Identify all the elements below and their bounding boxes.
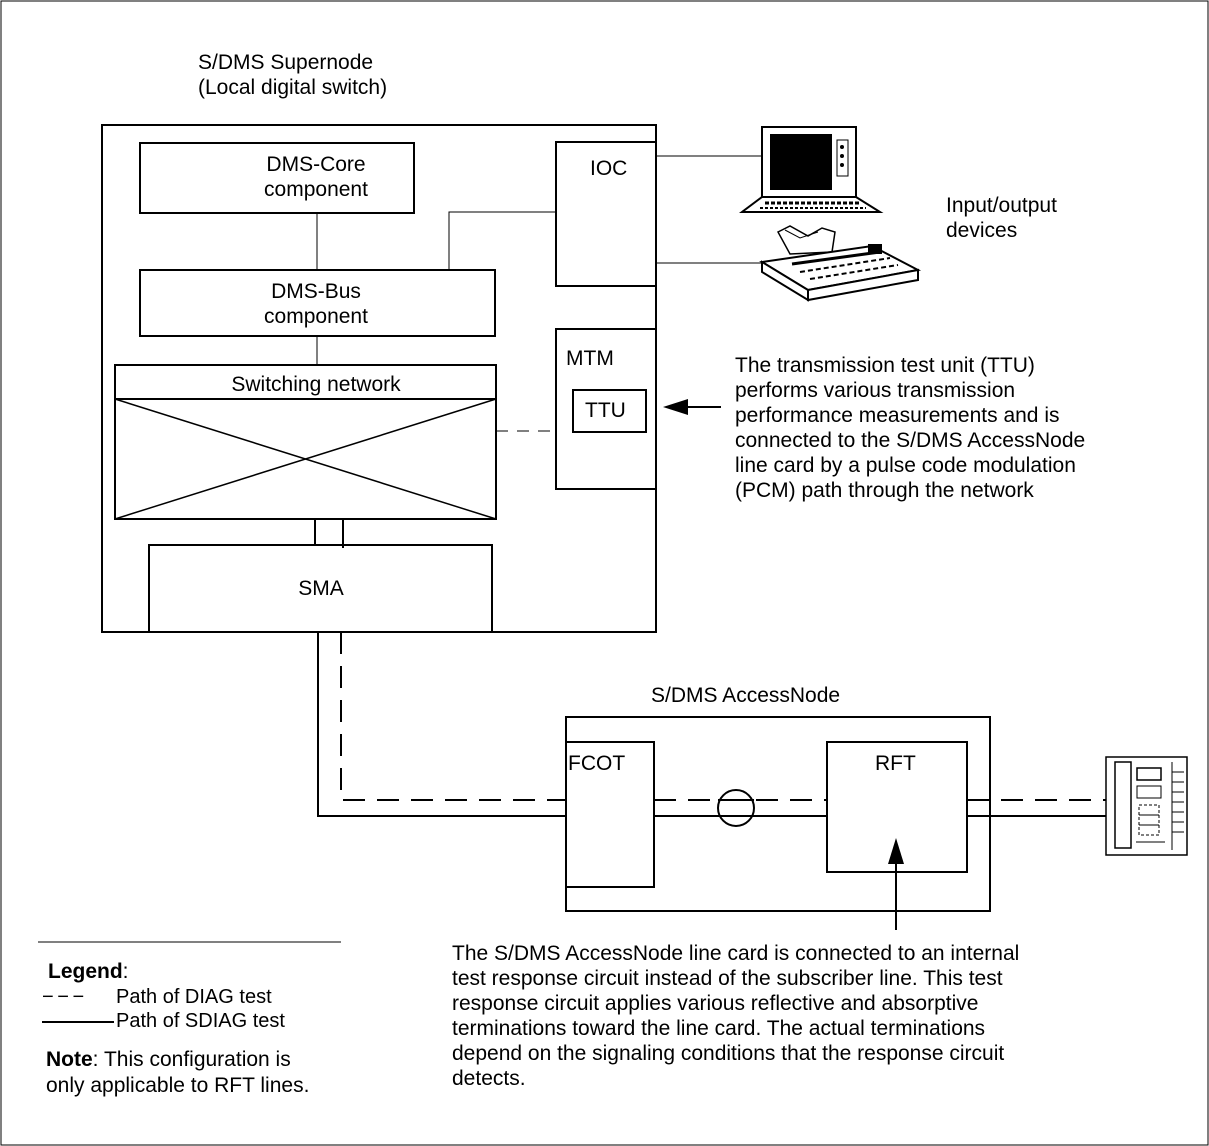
- terminal-icon: [739, 126, 884, 213]
- linecard-note: The S/DMS AccessNode line card is connec…: [452, 941, 1019, 1091]
- mtm-label: MTM: [566, 347, 614, 370]
- diag-path-sma-fcot: [340, 632, 566, 801]
- ttu-note-line: performance measurements and is: [735, 404, 1060, 427]
- loop-symbol: [717, 789, 755, 827]
- core-label-line1: DMS-Core: [266, 153, 366, 176]
- legend-heading-colon: :: [122, 960, 129, 983]
- supernode-title-line1: S/DMS Supernode: [198, 51, 374, 74]
- legend-heading-row: Legend:: [48, 960, 129, 983]
- legend-note-label: Note: [46, 1048, 93, 1071]
- legend-heading: Legend: [48, 960, 123, 983]
- ioc-label: IOC: [590, 157, 628, 180]
- sma-label: SMA: [298, 577, 344, 600]
- core-label: DMS-Core component: [264, 152, 368, 202]
- sdiag-path-sma-fcot: [317, 632, 566, 817]
- bus-label-line2: component: [264, 305, 368, 328]
- core-box: [139, 142, 415, 214]
- ttu-note: The transmission test unit (TTU) perform…: [735, 353, 1085, 503]
- printer-icon: [759, 225, 922, 302]
- rft-label: RFT: [875, 752, 916, 775]
- ttu-note-line: The transmission test unit (TTU): [735, 354, 1035, 377]
- linecard-note-line: depend on the signaling conditions that …: [452, 1042, 1005, 1065]
- fcot-label: FCOT: [568, 752, 626, 775]
- linecard-note-line: response circuit applies various reflect…: [452, 992, 979, 1015]
- mtm-box: [555, 328, 657, 490]
- accessnode-title: S/DMS AccessNode: [651, 684, 841, 707]
- ttu-note-line: line card by a pulse code modulation: [735, 454, 1076, 477]
- fcot-box: [565, 741, 655, 888]
- legend-diag-row: − − − Path of DIAG test: [42, 986, 272, 1009]
- legend-sdiag-label: Path of SDIAG test: [116, 1010, 285, 1032]
- linecard-note-line: The S/DMS AccessNode line card is connec…: [452, 942, 1020, 965]
- supernode-title-line2: (Local digital switch): [198, 76, 388, 99]
- legend-note-line2: only applicable to RFT lines.: [46, 1074, 310, 1097]
- legend: Legend:: [48, 960, 129, 983]
- linecard-note-line: test response circuit instead of the sub…: [452, 967, 1003, 990]
- switching-cross-b: [114, 398, 497, 520]
- supernode-title: S/DMS Supernode (Local digital switch): [198, 50, 387, 100]
- ttu-box: [572, 389, 647, 433]
- ttu-note-line: performs various transmission: [735, 379, 1016, 402]
- legend-dash-symbol: − − −: [42, 986, 84, 1008]
- bus-label-line1: DMS-Bus: [271, 280, 361, 303]
- telephone-icon: [1105, 756, 1188, 856]
- legend-diag-label: Path of DIAG test: [116, 986, 272, 1008]
- ttu-label: TTU: [585, 399, 626, 422]
- rft-arrow-head: [888, 838, 904, 864]
- ioc-box: [555, 141, 657, 287]
- bus-label: DMS-Bus component: [264, 279, 368, 329]
- io-devices-line1: Input/output: [946, 194, 1057, 217]
- io-devices-line2: devices: [946, 219, 1018, 242]
- ttu-note-line: connected to the S/DMS AccessNode: [735, 429, 1086, 452]
- bus-ioc-link: [448, 211, 556, 270]
- legend-note: Note: This configuration is only applica…: [46, 1047, 309, 1099]
- linecard-note-line: detects.: [452, 1067, 526, 1090]
- accessnode-box: [565, 716, 991, 912]
- switching-network-label: Switching network: [231, 373, 401, 396]
- legend-sdiag-row: Path of SDIAG test: [116, 1010, 285, 1033]
- ttu-arrow-head: [663, 399, 688, 415]
- io-devices-label: Input/output devices: [946, 193, 1057, 243]
- legend-note-line1: Note: This configuration is: [46, 1047, 309, 1073]
- legend-note-text: : This configuration is: [92, 1048, 291, 1071]
- switching-network-box: [114, 364, 497, 520]
- sma-box: [148, 544, 493, 633]
- core-label-line2: component: [264, 178, 368, 201]
- ttu-note-line: (PCM) path through the network: [735, 479, 1034, 502]
- linecard-note-line: terminations toward the line card. The a…: [452, 1017, 986, 1040]
